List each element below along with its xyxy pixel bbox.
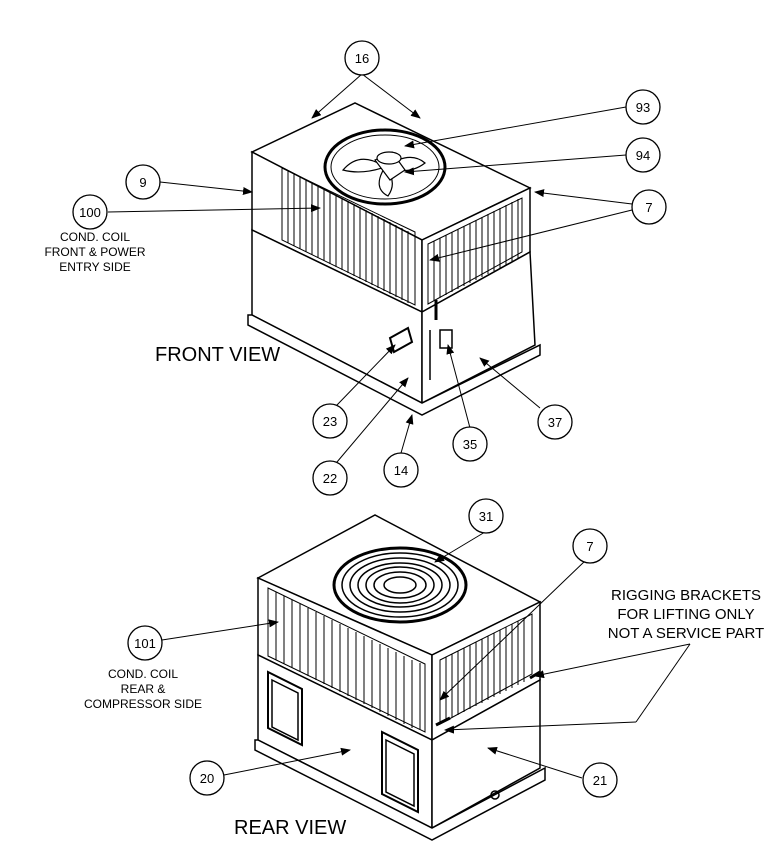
leader-lines: [107, 73, 691, 779]
callout-100-circle: [72, 194, 108, 230]
callout-100: 100: [79, 205, 101, 220]
callout-7-bottom-circle: [572, 528, 608, 564]
front-right-coil: [427, 197, 523, 305]
callout-22-circle: [312, 460, 348, 496]
cond-coil-front-line-2: FRONT & POWER: [44, 245, 146, 259]
callout-14-circle: [383, 452, 419, 488]
callout-22: 22: [323, 471, 337, 486]
front-fan-blades: [341, 151, 426, 197]
callout-35: 35: [463, 437, 477, 452]
front-base-rail: [247, 314, 541, 416]
callout-93: 93: [636, 100, 650, 115]
callout-16-circle: [344, 40, 380, 76]
callout-7-bottom: 7: [586, 539, 593, 554]
rear-unit: [254, 514, 546, 841]
front-unit: [247, 102, 541, 416]
callout-21-circle: [582, 762, 618, 798]
callout-35-circle: [452, 426, 488, 462]
callout-93-circle: [625, 89, 661, 125]
callout-23: 23: [323, 414, 337, 429]
front-left-coil: [281, 167, 416, 306]
front-electrical-box: [439, 329, 453, 349]
callout-37-circle: [537, 404, 573, 440]
callout-circles: [72, 40, 667, 798]
front-view-title: FRONT VIEW: [155, 344, 281, 366]
rigging-note: RIGGING BRACKETS FOR LIFTING ONLY NOT A …: [598, 586, 774, 643]
callout-101-circle: [127, 625, 163, 661]
front-fan-ring: [323, 128, 447, 206]
callout-9-circle: [125, 164, 161, 200]
callout-31-circle: [468, 498, 504, 534]
cond-coil-rear-note: COND. COIL REAR & COMPRESSOR SIDE: [76, 667, 210, 712]
rear-right-lower: [431, 678, 541, 830]
cond-coil-rear-line-3: COMPRESSOR SIDE: [83, 697, 203, 711]
callout-94: 94: [636, 148, 650, 163]
cond-coil-front-line-3: ENTRY SIDE: [59, 260, 131, 274]
callout-20-circle: [189, 760, 225, 796]
rear-view-title: REAR VIEW: [234, 817, 347, 839]
rear-access-panel: [381, 730, 419, 814]
callout-7-top-circle: [631, 189, 667, 225]
callout-16: 16: [355, 51, 369, 66]
rigging-line-3: NOT A SERVICE PART: [607, 625, 765, 642]
front-right-lower: [421, 250, 536, 405]
callout-31: 31: [479, 509, 493, 524]
callout-14: 14: [394, 463, 408, 478]
cond-coil-front-note: COND. COIL FRONT & POWER ENTRY SIDE: [42, 230, 148, 275]
callout-9: 9: [139, 175, 146, 190]
callout-94-circle: [625, 137, 661, 173]
rear-base-rail: [254, 739, 546, 841]
rigging-line-1: RIGGING BRACKETS: [610, 587, 762, 604]
rigging-line-2: FOR LIFTING ONLY: [617, 606, 755, 623]
cond-coil-rear-line-2: REAR &: [120, 682, 166, 696]
cond-coil-rear-line-1: COND. COIL: [107, 667, 178, 681]
callout-101: 101: [134, 636, 156, 651]
rear-fan-guard: [332, 546, 468, 624]
callout-20: 20: [200, 771, 214, 786]
callout-37: 37: [548, 415, 562, 430]
rear-right-coil: [439, 613, 533, 725]
cond-coil-front-line-1: COND. COIL: [59, 230, 130, 244]
callout-7-top: 7: [645, 200, 652, 215]
rear-left-coil: [267, 587, 426, 733]
rear-opening-left: [267, 670, 303, 747]
callout-23-circle: [312, 403, 348, 439]
callout-21: 21: [593, 773, 607, 788]
